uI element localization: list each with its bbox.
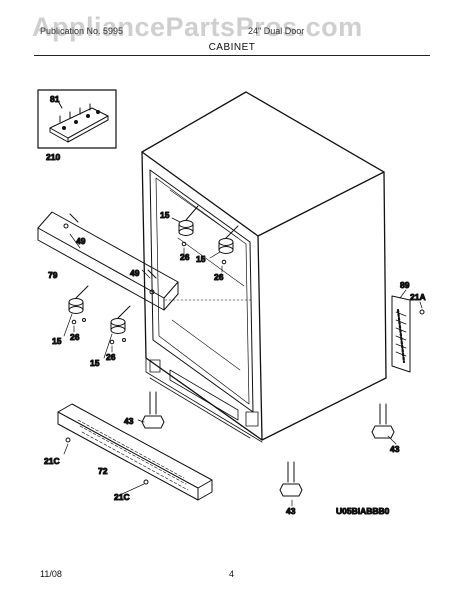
header-rule	[34, 55, 430, 56]
callout-81: 81	[50, 94, 60, 104]
callout-49: 49	[76, 236, 86, 246]
callout-49: 49	[130, 268, 140, 278]
callout-79: 79	[48, 270, 58, 280]
leveling-legs	[141, 391, 395, 497]
callout-15: 15	[90, 358, 100, 368]
watermark: AppliancePartsPros.com	[32, 12, 363, 42]
callout-43: 43	[286, 506, 296, 516]
front-hinge-bar	[37, 211, 179, 311]
toe-grille	[57, 403, 213, 501]
callout-26: 26	[180, 252, 190, 262]
callout-15: 15	[160, 210, 170, 220]
publication-number: Publication No. 5995	[40, 26, 124, 36]
footer-date: 11/08	[40, 569, 62, 579]
callout-43: 43	[124, 416, 134, 426]
cabinet-shell	[141, 91, 387, 443]
callout-21c: 21C	[44, 456, 60, 466]
callout-72: 72	[98, 466, 108, 476]
model-description: 24" Dual Door	[248, 26, 305, 36]
callout-43: 43	[390, 444, 400, 454]
diagram-code: U05BIABBB0	[336, 506, 390, 516]
inset-hinge-bracket	[37, 89, 117, 149]
section-title: CABINET	[208, 42, 256, 53]
callout-26: 26	[70, 332, 80, 342]
callout-21c: 21C	[114, 492, 130, 502]
callout-15: 15	[52, 336, 62, 346]
callout-89: 89	[400, 280, 410, 290]
side-panel-strip	[391, 295, 425, 373]
callout-210: 210	[46, 152, 60, 162]
callout-26: 26	[106, 352, 116, 362]
callout-21a: 21A	[410, 292, 426, 302]
leader-lines	[63, 217, 423, 507]
callout-26: 26	[214, 272, 224, 282]
hinge-cam-assemblies	[68, 205, 239, 345]
callout-15: 15	[196, 254, 206, 264]
page-number: 4	[229, 569, 235, 579]
